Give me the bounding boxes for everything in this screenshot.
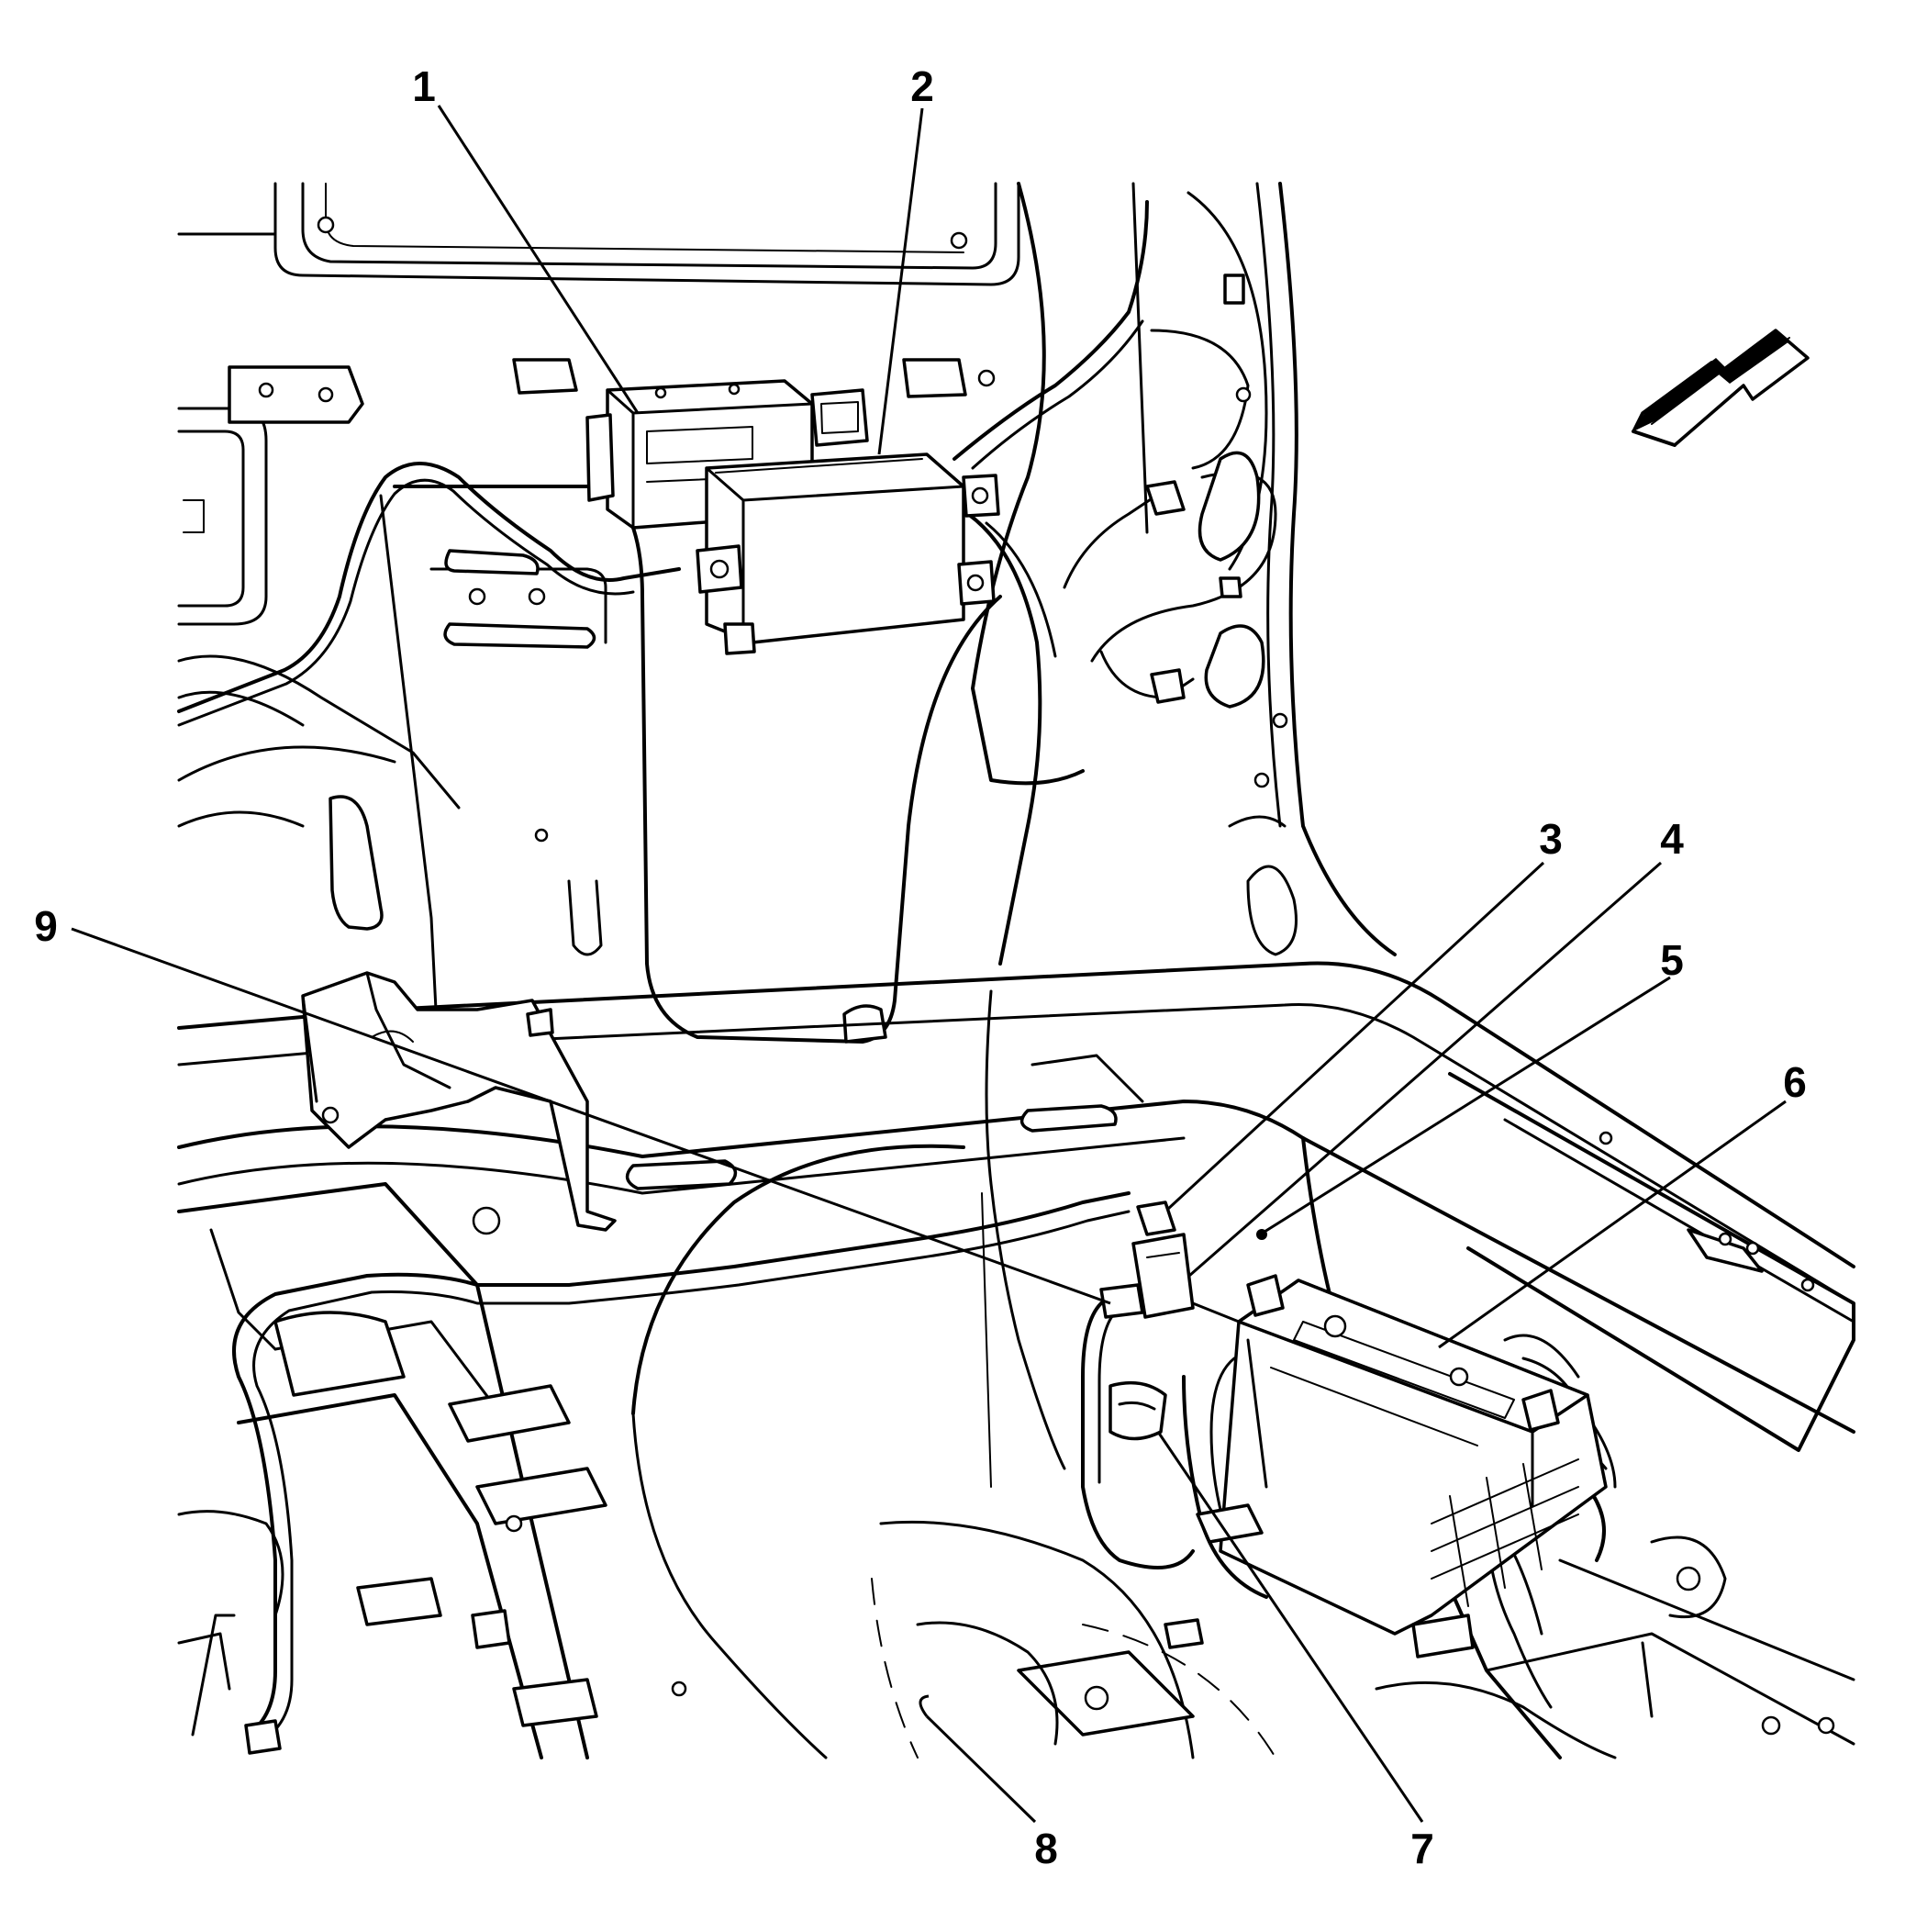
callout-5: 5 <box>1660 936 1684 984</box>
callout-6: 6 <box>1783 1058 1807 1106</box>
leader-3 <box>1165 861 1545 1212</box>
callout-9: 9 <box>34 902 58 950</box>
callout-4: 4 <box>1660 815 1684 863</box>
leader-9 <box>71 927 1111 1305</box>
leader-4 <box>1188 861 1662 1278</box>
leader-8-hook <box>919 1694 930 1717</box>
leader-1 <box>437 105 640 414</box>
leader-7 <box>1156 1431 1424 1823</box>
wiring-harness <box>177 200 1617 1755</box>
callout-labels: 1 2 3 4 5 6 7 8 9 <box>34 62 1807 1872</box>
mounting-bracket <box>301 971 617 1232</box>
battery <box>1191 1274 1608 1658</box>
leader-5 <box>1264 976 1671 1234</box>
leader-8 <box>925 1714 1037 1824</box>
module-2 <box>696 452 1000 655</box>
connector-assembly <box>1099 1201 1267 1441</box>
callout-7: 7 <box>1410 1825 1434 1872</box>
callout-2: 2 <box>910 62 934 110</box>
callout-leaders <box>71 105 1787 1824</box>
leader-2 <box>877 107 924 455</box>
direction-arrow-icon <box>1632 329 1810 447</box>
callout-1: 1 <box>412 62 436 110</box>
leader-6 <box>1438 1100 1787 1349</box>
callout-8: 8 <box>1034 1825 1058 1872</box>
body-structure-lineart <box>177 182 1855 1759</box>
callout-3: 3 <box>1539 815 1563 863</box>
